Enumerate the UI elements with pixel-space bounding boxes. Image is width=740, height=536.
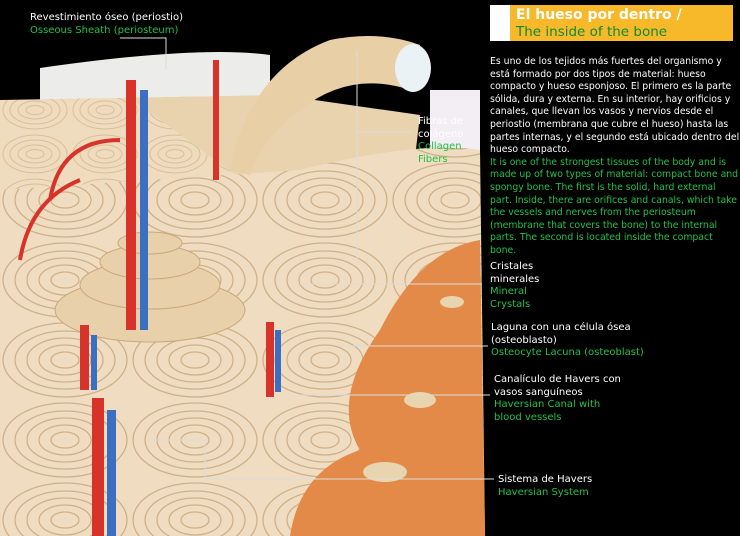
label-collagen: Fibras de colágeno Collagen Fibers xyxy=(418,116,464,165)
artery xyxy=(92,398,104,536)
osteon-stack xyxy=(54,231,246,343)
spongy-bone xyxy=(290,240,485,536)
artery xyxy=(266,322,274,397)
vein xyxy=(275,330,281,392)
intro-es: Es uno de los tejidos más fuertes del or… xyxy=(490,56,740,156)
label-canal: Canalículo de Havers con vasos sanguíneo… xyxy=(494,374,621,423)
spongy-strut xyxy=(404,392,436,408)
periosteum-sheath xyxy=(40,51,270,105)
artery-branch xyxy=(48,138,121,201)
spongy-strut xyxy=(363,462,407,482)
label-haversian-system: Sistema de Havers Haversian System xyxy=(498,474,593,498)
vein xyxy=(91,335,97,390)
intro-en: It is one of the strongest tissues of th… xyxy=(490,156,739,256)
title-strip xyxy=(490,5,510,41)
label-periosteum: Revestimiento óseo (periostio) Osseous S… xyxy=(30,12,183,36)
collagen-fibers xyxy=(230,36,420,175)
periosteum-side xyxy=(430,90,480,150)
artery xyxy=(80,325,89,390)
artery xyxy=(213,60,219,180)
label-lacuna: Laguna con una célula ósea (osteoblasto)… xyxy=(491,322,644,358)
vein xyxy=(140,90,148,330)
title-es: El hueso por dentro / xyxy=(516,7,682,23)
spongy-strut xyxy=(440,296,464,308)
artery xyxy=(126,80,136,330)
intro-text: Es uno de los tejidos más fuertes del or… xyxy=(490,56,740,258)
title-en: The inside of the bone xyxy=(516,24,668,40)
label-crystals: Cristales minerales Mineral Crystals xyxy=(490,261,540,310)
blood-vessels xyxy=(18,60,281,536)
artery-branch xyxy=(18,178,81,261)
collagen-end xyxy=(395,44,431,92)
vein xyxy=(107,410,116,536)
leader-lines xyxy=(120,37,494,480)
title-box: El hueso por dentro / The inside of the … xyxy=(490,5,733,41)
